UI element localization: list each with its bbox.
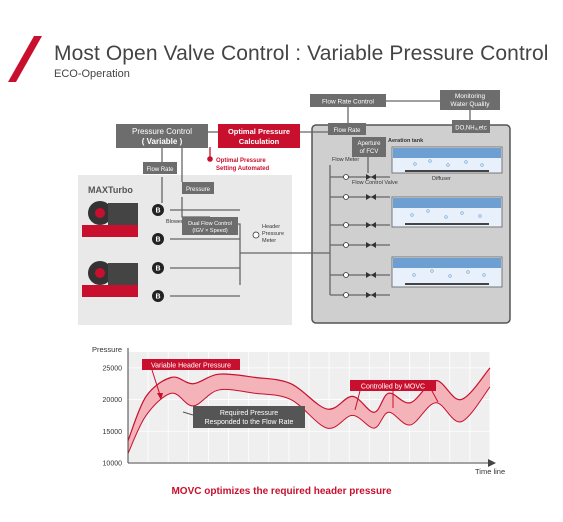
page-title: Most Open Valve Control : Variable Press… [54,42,549,65]
aeration-tank-3 [391,256,503,288]
flow-meter-label: Flow Meter [332,157,359,163]
header-pressure-3: Meter [262,238,276,244]
y-tick-label: 10000 [103,461,123,468]
aeration-tank-2 [391,196,503,228]
variable-header-tag-label: Variable Header Pressure [151,363,231,370]
flow-rate-control-label: Flow Rate Control [322,99,375,106]
header-pressure-2: Pressure [262,231,284,237]
aperture-sub: of FCV [360,149,379,155]
flow-meter-icons [343,174,349,298]
controlled-by-pointer-3 [431,390,439,403]
optimal-pressure-sub: Calculation [239,137,280,146]
x-axis-arrow [488,459,496,467]
blower-machine-2 [82,261,138,297]
aeration-tank-1 [391,146,503,174]
header-pressure-1: Header [262,224,280,230]
dual-flow-sub: (IGV × Speed) [192,228,227,234]
flow-rate-top-label: Flow Rate [333,128,361,134]
pressure-control-label: Pressure Control [132,127,192,136]
header-pressure-meter-icon [252,231,260,239]
variable-header-tag [142,359,240,370]
do-nh4-label: DO,NH₄,etc [455,126,486,132]
bubbles [410,159,486,278]
brand-accent-slash [8,36,42,82]
monitoring-label: Monitoring [455,93,486,100]
flow-control-valve-label: Flow Control Valve [352,180,398,186]
flow-rate-left-label: Flow Rate [146,167,174,173]
y-tick-label: 15000 [103,429,123,436]
optimal-pressure-automated-1: Optimal Pressure [216,158,266,164]
blower-b-3: B [155,266,160,273]
chart-caption: MOVC optimizes the required header press… [171,486,392,497]
blower-b-1: B [155,208,160,215]
pressure-chart: Pressure Time line 25000200001500010000 … [92,345,505,476]
pressure-control-box [116,124,208,148]
dual-flow-label: Dual Flow Control [188,221,232,227]
required-pressure-pointer [182,411,194,416]
brand-logo: MAXTurbo [88,185,133,195]
diffuser-label: Diffuser [432,176,451,182]
y-axis-label: Pressure [92,345,122,354]
do-nh4-box [452,120,490,133]
blower-machine-1 [82,201,138,237]
valve-icons [366,174,376,298]
y-tick-label: 20000 [103,397,123,404]
required-pressure-tag-line2: Responded to the Flow Rate [205,419,294,426]
pressure-band [128,367,490,454]
optimal-pressure-automated-2: Setting Automated [216,166,269,172]
flow-rate-control-box [310,94,386,107]
pressure-control-sub: ( Variable ) [142,137,183,146]
red-dot [207,156,213,162]
system-diagram: Pressure Control ( Variable ) Optimal Pr… [78,90,511,325]
monitoring-box [440,90,500,110]
blower-area [78,175,292,325]
monitoring-sub: Water Quality [450,101,490,108]
aperture-label: Aperture [357,141,381,147]
y-tick-label: 25000 [103,365,123,372]
pressure-label: Pressure [186,187,211,193]
pressure-box [182,182,214,194]
flow-rate-left-box [143,162,177,174]
page-subtitle: ECO-Operation [54,68,130,80]
x-axis-label: Time line [475,467,505,476]
required-pressure-tag [193,406,305,428]
flow-rate-top-box [328,123,366,135]
blower-b-2: B [155,237,160,244]
controlled-by-pointer-1 [354,390,361,411]
controlled-by-tag-label: Controlled by MOVC [361,384,425,391]
blower-symbols [152,204,164,302]
variable-header-arrowhead [157,393,163,400]
required-pressure-tag-line1: Required Pressure [220,410,278,417]
optimal-pressure-box [218,124,300,148]
aperture-box [352,137,386,157]
variable-header-pointer [151,369,161,396]
blower-b-4: B [155,294,160,301]
dual-flow-box [182,217,238,235]
blower-label: Blower [166,219,183,225]
controlled-by-tag [350,380,436,391]
optimal-pressure-label: Optimal Pressure [228,127,290,136]
aeration-tank-label: Aeration tank [388,138,424,144]
required-pressure-line [127,386,491,454]
